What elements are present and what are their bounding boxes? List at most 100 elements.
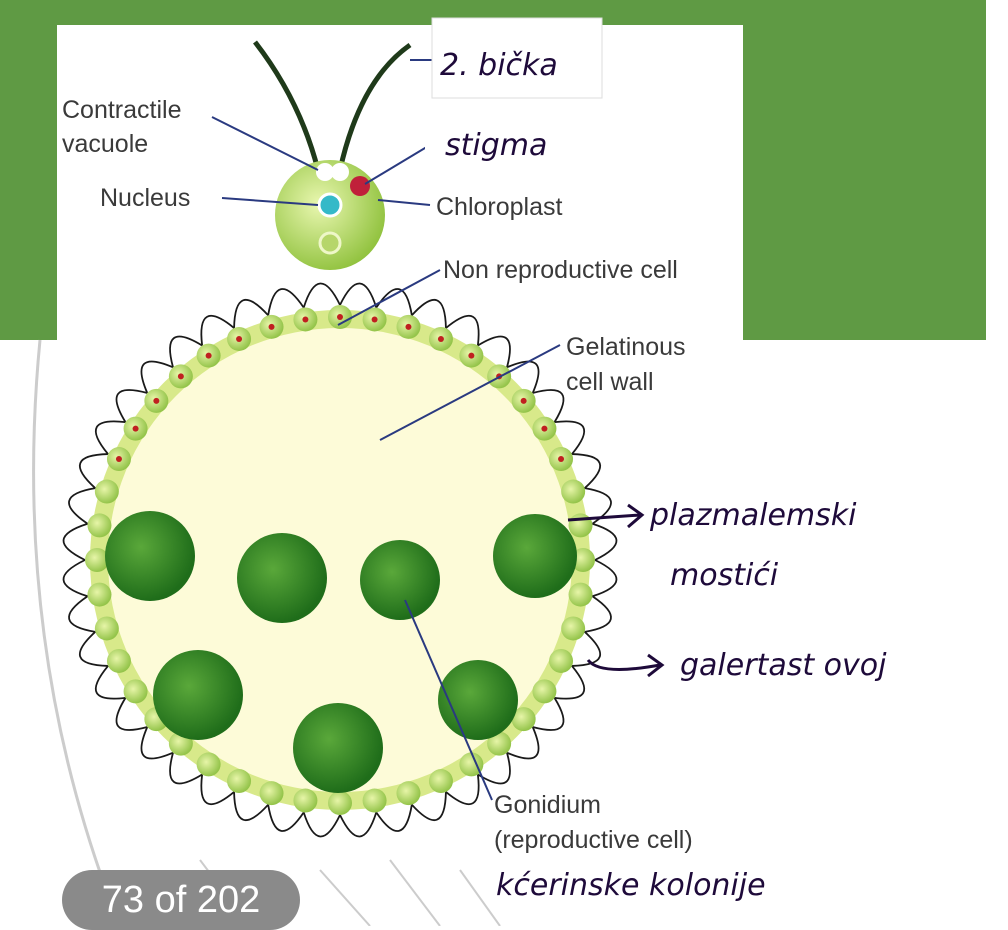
chlamydomonas-like-cell bbox=[253, 40, 412, 270]
flagella-loop bbox=[68, 595, 96, 633]
eyespot bbox=[115, 456, 122, 463]
somatic-cell bbox=[328, 791, 352, 815]
flagella-loop bbox=[78, 453, 109, 489]
gonidium bbox=[493, 514, 577, 598]
label-reproductive-cell: (reproductive cell) bbox=[494, 826, 693, 854]
flagella-loop bbox=[477, 752, 511, 785]
flagella-loop bbox=[200, 774, 235, 805]
flagella-loop bbox=[115, 389, 148, 423]
flagella-loop bbox=[375, 804, 413, 832]
flagella-loop bbox=[267, 288, 305, 316]
somatic-cell bbox=[568, 513, 593, 538]
nucleus bbox=[317, 192, 343, 218]
gonidium bbox=[237, 533, 327, 623]
eyespot bbox=[337, 314, 343, 320]
flagella-loop bbox=[592, 522, 618, 561]
label-gelatinous: Gelatinous bbox=[566, 333, 686, 361]
flagella-loop bbox=[411, 298, 447, 329]
arrows bbox=[567, 503, 665, 678]
flagella-loop bbox=[445, 774, 480, 805]
somatic-cell bbox=[106, 648, 131, 673]
somatic-cell bbox=[561, 616, 586, 641]
gonidium bbox=[293, 703, 383, 793]
flagella-loop bbox=[445, 315, 480, 346]
flagella-loop bbox=[532, 697, 565, 731]
eyespot bbox=[405, 323, 412, 330]
flagella-loop bbox=[140, 360, 174, 394]
eyespot bbox=[520, 397, 527, 404]
stigma bbox=[350, 176, 370, 196]
note-box bbox=[425, 110, 585, 180]
eyespot bbox=[437, 335, 444, 342]
somatic-cell bbox=[259, 781, 284, 806]
eyespot bbox=[302, 316, 309, 323]
label-contractile-vacuole: Contractile bbox=[62, 96, 182, 124]
note-plasma-bridges: plazmalemski bbox=[649, 498, 857, 533]
eyespot bbox=[153, 397, 160, 404]
flagella-loop bbox=[571, 453, 602, 489]
contractile-vacuole bbox=[331, 163, 349, 181]
label-gonidium: Gonidium bbox=[494, 791, 601, 819]
flagella-loop bbox=[592, 559, 618, 598]
label-chloroplast: Chloroplast bbox=[436, 193, 563, 221]
gonidium bbox=[438, 660, 518, 740]
gonidium bbox=[360, 540, 440, 620]
gonidium bbox=[153, 650, 243, 740]
somatic-cell bbox=[511, 707, 536, 732]
somatic-cell bbox=[85, 548, 109, 572]
flagella-loop bbox=[302, 282, 341, 308]
somatic-cell bbox=[94, 616, 119, 641]
note-daughter-colonies: kćerinske kolonije bbox=[496, 868, 766, 903]
gonidia bbox=[105, 511, 577, 793]
somatic-cell bbox=[293, 788, 318, 813]
somatic-cell bbox=[561, 479, 586, 504]
note-flagella: 2. bička bbox=[440, 48, 558, 83]
flagella-loop bbox=[140, 726, 174, 760]
flagella-loop bbox=[302, 812, 341, 838]
note-box bbox=[431, 17, 603, 99]
somatic-cell bbox=[568, 582, 593, 607]
flagellum bbox=[337, 42, 412, 171]
flagella-loop bbox=[554, 420, 585, 455]
flagella-loop bbox=[339, 812, 378, 838]
flagella-loop bbox=[506, 360, 540, 394]
flagella-loop bbox=[411, 791, 447, 822]
eyespot bbox=[177, 373, 184, 380]
somatic-cell bbox=[87, 513, 112, 538]
pyrenoid bbox=[318, 231, 342, 255]
somatic-cell bbox=[549, 648, 574, 673]
somatic-cell bbox=[227, 769, 252, 794]
leader-lines bbox=[211, 59, 561, 801]
flagella-loop bbox=[339, 282, 378, 308]
eyespot bbox=[371, 316, 378, 323]
flagella-loop bbox=[95, 665, 126, 700]
note-stigma: stigma bbox=[445, 128, 547, 163]
flagella-loop bbox=[115, 697, 148, 731]
flagella-loop bbox=[95, 420, 126, 455]
volvox-colony bbox=[62, 282, 618, 838]
flagella-loop bbox=[477, 335, 511, 368]
flagella-loop bbox=[506, 726, 540, 760]
contractile-vacuole bbox=[316, 163, 334, 181]
eyespot bbox=[236, 335, 243, 342]
somatic-cell bbox=[428, 769, 453, 794]
somatic-cell bbox=[87, 582, 112, 607]
flagella-loop bbox=[233, 791, 269, 822]
flagella-loop bbox=[532, 389, 565, 423]
somatic-cell bbox=[396, 781, 421, 806]
label-contractile-vacuole-2: vacuole bbox=[62, 130, 148, 158]
somatic-cell bbox=[196, 752, 221, 777]
figure-panel bbox=[57, 25, 743, 341]
somatic-cell bbox=[123, 679, 148, 704]
flagella-loop bbox=[169, 752, 203, 785]
flagella-loop bbox=[200, 315, 235, 346]
note-plasma-bridges-2: mostići bbox=[670, 558, 779, 593]
eyespot bbox=[205, 352, 212, 359]
flagella-loop bbox=[78, 631, 109, 667]
flagella-loop bbox=[62, 559, 88, 598]
eyespot bbox=[268, 323, 275, 330]
flagella-loop bbox=[233, 298, 269, 329]
flagella-loop bbox=[62, 522, 88, 561]
label-nucleus: Nucleus bbox=[100, 184, 190, 212]
eyespot bbox=[468, 352, 475, 359]
